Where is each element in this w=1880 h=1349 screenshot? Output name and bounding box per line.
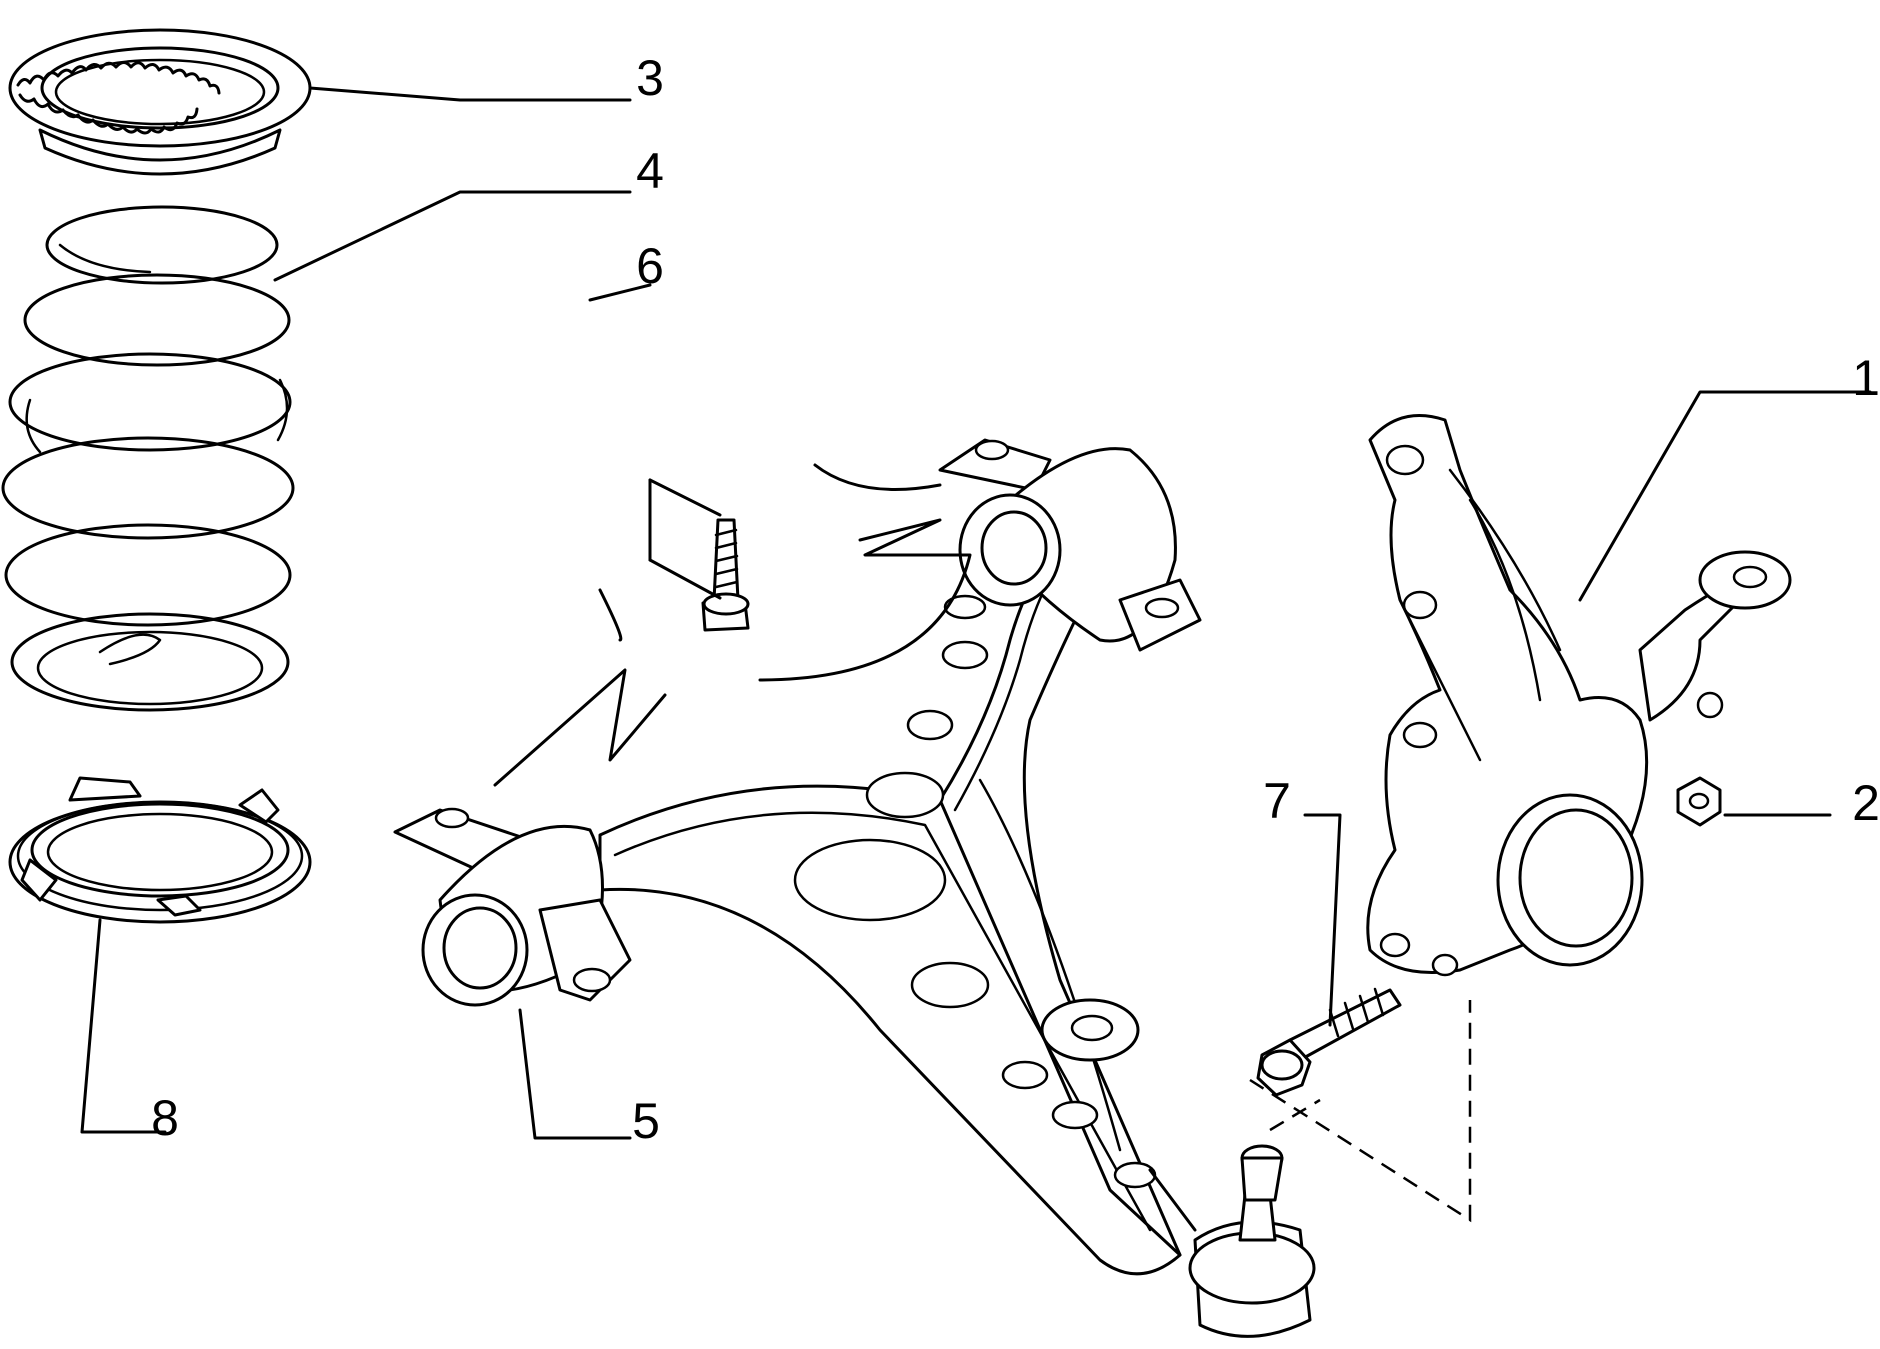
part-6-bolt-detail	[493, 463, 972, 787]
part-2-nut	[1676, 776, 1722, 827]
callout-2: 2	[1852, 775, 1880, 831]
callout-labels: 1 2 3 4 5 6 7 8	[151, 50, 1880, 1149]
leader-lines	[80, 86, 1872, 1232]
part-3-upper-spring-seat	[8, 28, 312, 176]
part-8-lower-spring-seat	[8, 776, 312, 924]
part-1-steering-knuckle	[1366, 414, 1792, 977]
part-4-coil-spring	[1, 205, 295, 712]
assembly-guide-line	[1249, 1000, 1472, 1223]
callout-7: 7	[1263, 773, 1291, 829]
callout-1: 1	[1852, 350, 1880, 406]
part-7-pinch-bolt	[1256, 987, 1402, 1097]
callout-4: 4	[636, 143, 664, 199]
callout-3: 3	[636, 50, 664, 106]
callout-6: 6	[636, 238, 664, 294]
assembly-guide-line	[1269, 1098, 1321, 1132]
callout-5: 5	[632, 1093, 660, 1149]
callout-8: 8	[151, 1090, 179, 1146]
part-5-lower-control-arm	[393, 438, 1316, 1338]
